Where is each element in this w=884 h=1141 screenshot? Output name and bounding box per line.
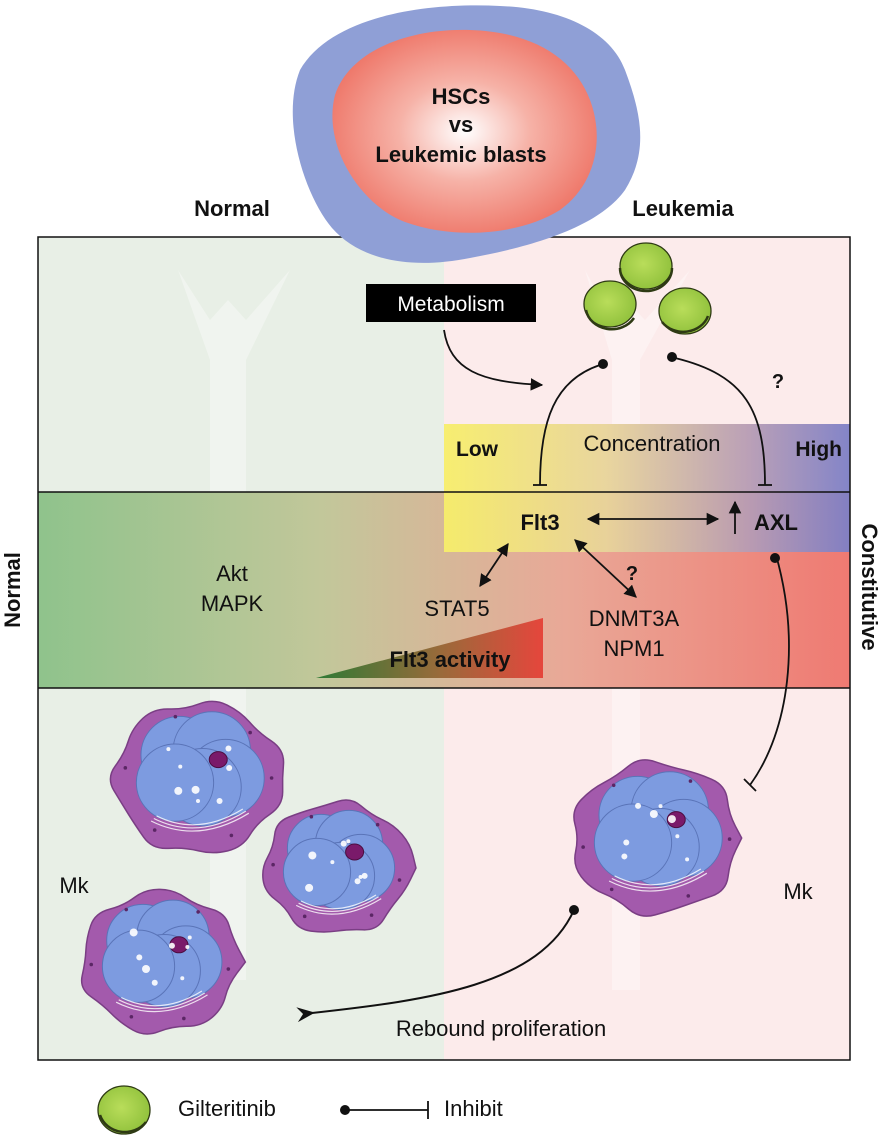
normal-title: Normal [194,196,270,221]
inhibit-axl-mk [749,554,790,786]
stat5-label: STAT5 [424,596,489,621]
axl-label: AXL [754,510,798,535]
question-mark-flt3: ? [626,563,638,585]
legend-inhibit-label: Inhibit [444,1096,503,1121]
blob-text-line3: Leukemic blasts [375,142,546,167]
mk-cell-left-bottom [80,888,247,1035]
inhibit-dot-flt3 [598,359,608,369]
inhibit-flt3-pill [533,364,601,486]
dnmt3a-label: DNMT3A [589,606,680,631]
side-label-normal: Normal [0,552,25,628]
concentration-label: Concentration [584,431,721,456]
concentration-band [444,424,850,552]
mk-cells [80,700,743,1035]
inhibit-dot-axl [667,352,677,362]
mk-cell-right [573,759,743,917]
mk-cell-left-mid [262,799,417,933]
hsc-blob [292,5,641,263]
inhibit-dot-axl-mk [770,553,780,563]
rebound-dot [569,905,579,915]
mk-right-label: Mk [783,879,813,904]
inhibit-bar-axl-mk [743,778,757,792]
metabolism-box [366,284,536,322]
npm1-label: NPM1 [603,636,664,661]
legend-gilteritinib-icon [97,1085,151,1135]
akt-label: Akt [216,561,248,586]
concentration-high: High [795,438,842,461]
inhibit-axl-pill [674,357,772,486]
leukemia-title: Leukemia [632,196,734,221]
flt3-activity-triangle [316,618,543,678]
flt3-stat5-arrow [479,542,509,588]
concentration-low: Low [456,438,499,461]
mapk-label: MAPK [201,591,264,616]
legend-gilteritinib-label: Gilteritinib [178,1096,276,1121]
rebound-arrow [296,909,575,1023]
rebound-label: Rebound proliferation [396,1016,606,1041]
blob-text-line1: HSCs [432,84,491,109]
mk-cell-left-top [109,700,285,854]
side-label-constitutive: Constitutive [857,523,882,650]
mk-left-label: Mk [59,873,89,898]
blob-text-line2: vs [449,112,473,137]
gilteritinib-cluster [583,242,712,335]
question-mark-axl: ? [772,371,784,393]
flt3-label: Flt3 [520,510,559,535]
flt3-dnmt3a-arrow [574,539,637,598]
flt3-activity-label: Flt3 activity [389,647,511,672]
metabolism-arrow [443,329,544,391]
metabolism-label: Metabolism [397,293,504,316]
